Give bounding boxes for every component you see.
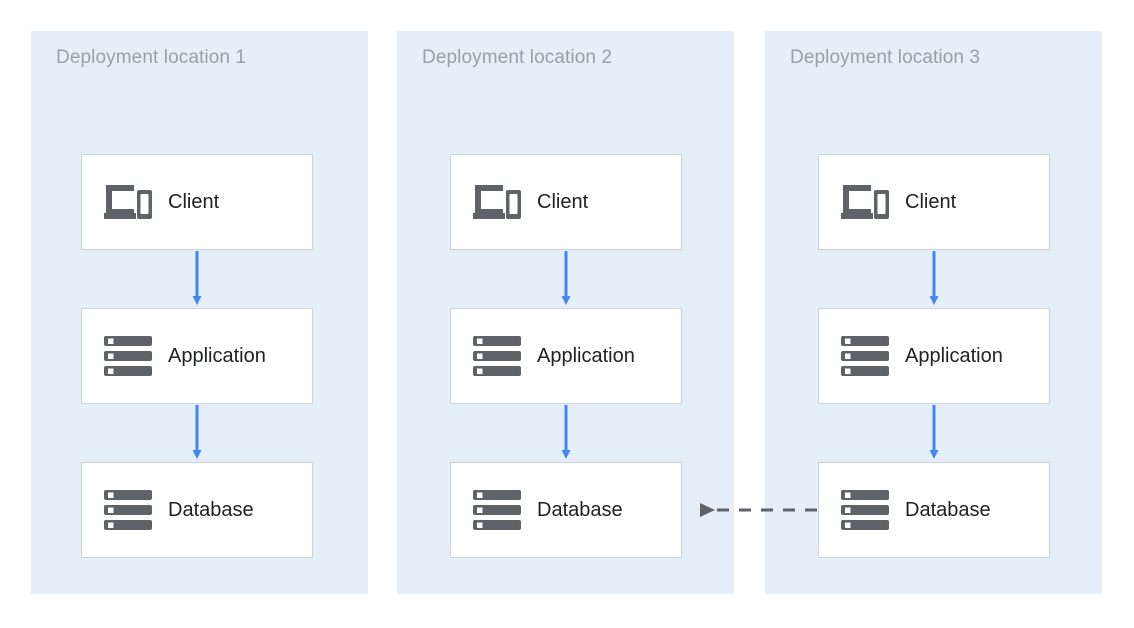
node-label-application-3: Application — [905, 344, 1003, 367]
node-label-application-2: Application — [537, 344, 635, 367]
server-icon — [839, 333, 891, 379]
node-client-3[interactable]: Client — [818, 154, 1050, 250]
node-database-1[interactable]: Database — [81, 462, 313, 558]
node-label-client-1: Client — [168, 190, 220, 213]
server-icon — [471, 487, 523, 533]
devices-icon — [102, 179, 154, 225]
server-icon — [102, 487, 154, 533]
node-label-database-1: Database — [168, 498, 254, 521]
node-label-client-3: Client — [905, 190, 957, 213]
devices-icon — [839, 179, 891, 225]
node-client-2[interactable]: Client — [450, 154, 682, 250]
devices-icon — [471, 179, 523, 225]
server-icon — [102, 333, 154, 379]
server-icon — [839, 487, 891, 533]
panel-title-1: Deployment location 1 — [56, 47, 247, 68]
node-database-2[interactable]: Database — [450, 462, 682, 558]
server-icon — [471, 333, 523, 379]
node-label-database-3: Database — [905, 498, 991, 521]
node-label-database-2: Database — [537, 498, 623, 521]
node-client-1[interactable]: Client — [81, 154, 313, 250]
node-label-application-1: Application — [168, 344, 266, 367]
panel-title-3: Deployment location 3 — [790, 47, 981, 68]
panel-title-2: Deployment location 2 — [422, 47, 613, 68]
node-application-1[interactable]: Application — [81, 308, 313, 404]
node-application-2[interactable]: Application — [450, 308, 682, 404]
node-application-3[interactable]: Application — [818, 308, 1050, 404]
node-database-3[interactable]: Database — [818, 462, 1050, 558]
node-label-client-2: Client — [537, 190, 589, 213]
